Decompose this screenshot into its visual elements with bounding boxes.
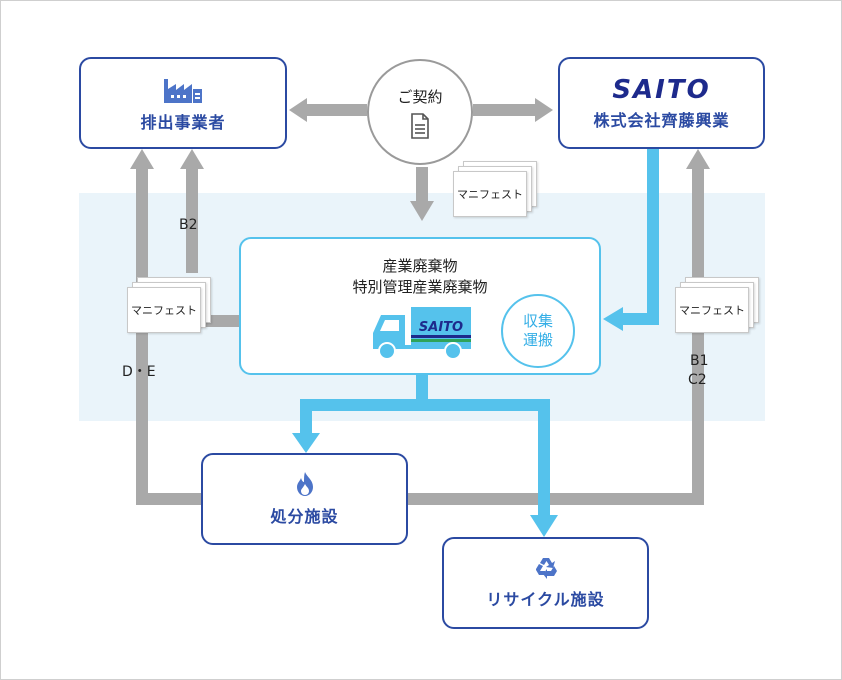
recycle-label: リサイクル施設 xyxy=(486,590,605,609)
code-c2: C2 xyxy=(688,372,707,388)
left-manifest-connector xyxy=(201,315,241,327)
contract-down-arrowhead xyxy=(410,201,434,221)
saito-to-center-line xyxy=(621,313,659,325)
de-return-line-vertical xyxy=(136,167,148,503)
disposal-box: 処分施設 xyxy=(201,453,408,545)
b1c2-return-line-vertical xyxy=(692,167,704,505)
to-recycle-line xyxy=(538,399,550,517)
contract-to-saito-arrowhead xyxy=(535,98,553,122)
manifest-top-label: マニフェスト xyxy=(453,171,527,217)
waste-type-line1: 産業廃棄物 xyxy=(382,257,458,275)
manifest-right: マニフェスト xyxy=(675,277,759,333)
contract-circle: ご契約 xyxy=(367,59,473,165)
manifest-left-label: マニフェスト xyxy=(127,287,201,333)
b2-return-arrowhead xyxy=(180,149,204,169)
contract-to-saito-line xyxy=(473,104,537,116)
collect-line2: 運搬 xyxy=(522,331,553,349)
contract-label: ご契約 xyxy=(397,87,443,106)
flame-icon xyxy=(296,472,313,496)
to-disposal-arrowhead xyxy=(292,433,320,453)
cyan-flows xyxy=(292,149,659,537)
saito-logo: SAITO xyxy=(612,75,711,105)
manifest-left: マニフェスト xyxy=(127,277,211,333)
to-disposal-line xyxy=(300,399,312,435)
collect-line1: 収集 xyxy=(522,312,553,330)
disposal-label: 処分施設 xyxy=(270,507,339,526)
code-b2: B2 xyxy=(179,217,198,233)
saito-box: SAITO 株式会社齊藤興業 xyxy=(558,57,765,149)
contract-to-generator-line xyxy=(303,104,367,116)
saito-down-line xyxy=(647,149,659,325)
saito-label: 株式会社齊藤興業 xyxy=(593,111,730,130)
code-de: D・E xyxy=(122,364,156,380)
gray-flows xyxy=(130,98,710,505)
to-recycle-arrowhead xyxy=(530,515,558,537)
generator-box: 排出事業者 xyxy=(79,57,287,149)
code-b1: B1 xyxy=(690,353,709,369)
collect-transport-circle: 収集 運搬 xyxy=(501,294,575,368)
document-icon xyxy=(411,112,429,139)
recycle-box: リサイクル施設 xyxy=(442,537,649,629)
de-return-line-horizontal xyxy=(136,493,206,505)
truck-logo: SAITO xyxy=(419,320,463,335)
contract-down-line xyxy=(416,167,428,203)
b2-return-line xyxy=(186,167,198,273)
split-line xyxy=(300,399,550,411)
generator-label: 排出事業者 xyxy=(140,113,226,132)
saito-to-center-arrowhead xyxy=(603,307,623,331)
manifest-right-label: マニフェスト xyxy=(675,287,749,333)
b1c2-return-arrowhead xyxy=(686,149,710,169)
factory-icon xyxy=(164,79,202,103)
recycle-icon xyxy=(535,558,557,579)
b1c2-return-line-horizontal xyxy=(408,493,704,505)
de-return-arrowhead xyxy=(130,149,154,169)
truck-icon: SAITO xyxy=(373,307,471,360)
contract-to-generator-arrowhead xyxy=(289,98,307,122)
waste-type-line2: 特別管理産業廃棄物 xyxy=(352,278,488,296)
manifest-top: マニフェスト xyxy=(453,161,537,217)
